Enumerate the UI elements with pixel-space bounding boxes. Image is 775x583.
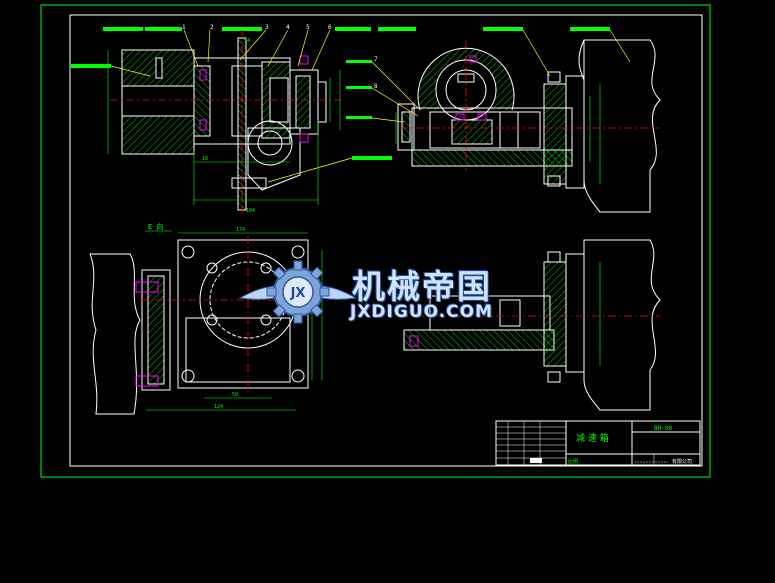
outer-border xyxy=(40,4,711,478)
watermark-en: JXDIGUO.COM xyxy=(350,302,494,322)
part-number: 6 xyxy=(328,24,332,31)
inner-border xyxy=(69,14,703,467)
label-bars xyxy=(71,27,610,160)
view-label: E 向 xyxy=(148,222,163,231)
part-number: 2 xyxy=(210,24,214,31)
part-number: 8 xyxy=(374,83,378,90)
watermark-cn: 机械帝国 xyxy=(352,267,492,306)
watermark: JX 机械帝国 JXDIGUO.COM xyxy=(238,252,538,334)
dim-label: 104 xyxy=(246,208,255,214)
company-name: 有限公司 xyxy=(672,458,692,465)
dim-label: 174 xyxy=(236,227,245,233)
dim-label: 50 xyxy=(232,392,238,398)
svg-text:JX: JX xyxy=(290,286,306,301)
drawing-number: BH-00 xyxy=(654,425,672,432)
dim-label: 34 xyxy=(244,38,250,44)
part-number: 1 xyxy=(182,24,186,31)
dim-label: 18 xyxy=(202,156,208,162)
part-number: 5 xyxy=(306,24,310,31)
dim-label: 124 xyxy=(214,404,223,410)
title-block: 减 速 箱 BH-00 比例 有限公司 xyxy=(495,420,701,466)
part-number: 3 xyxy=(265,24,269,31)
title-name: 减 速 箱 xyxy=(576,432,609,444)
part-number: 7 xyxy=(374,56,378,63)
side-section-view xyxy=(371,29,661,213)
scale-note: 比例 xyxy=(568,458,578,465)
front-section-view: 18 104 34 1 2 3 4 5 6 7 8 xyxy=(107,24,378,215)
gear-wing-logo-icon: JX xyxy=(238,260,358,324)
part-number: 4 xyxy=(286,24,290,31)
bottom-section-view xyxy=(400,239,661,411)
